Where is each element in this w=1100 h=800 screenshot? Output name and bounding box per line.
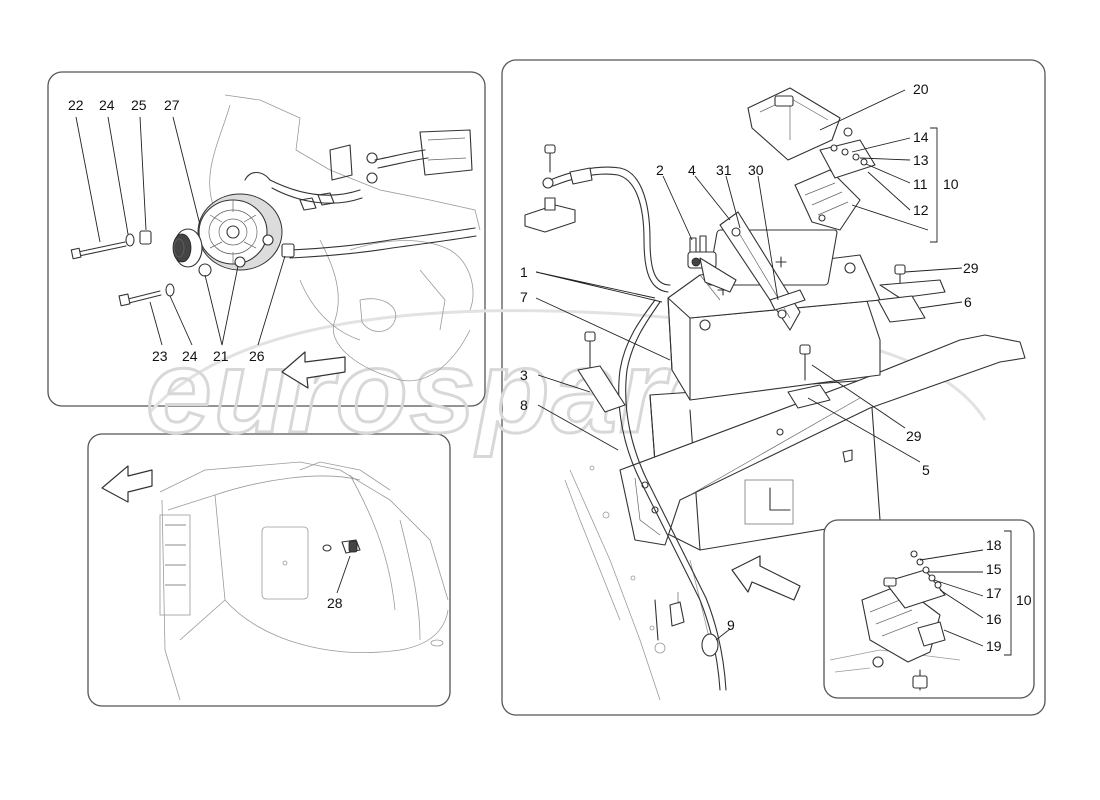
- callout-20: 20: [913, 81, 929, 97]
- callout-30: 30: [748, 162, 764, 178]
- callout-27: 27: [164, 97, 180, 113]
- callout-7: 7: [520, 289, 528, 305]
- callout-15: 15: [986, 561, 1002, 577]
- callout-29b: 29: [906, 428, 922, 444]
- callout-4: 4: [688, 162, 696, 178]
- direction-arrow-icon: [281, 351, 346, 389]
- alternator-drawing: [70, 94, 481, 389]
- callout-5: 5: [922, 462, 930, 478]
- callout-28: 28: [327, 595, 343, 611]
- callout-12: 12: [913, 202, 929, 218]
- callout-6: 6: [964, 294, 972, 310]
- bracket-10-group: [930, 127, 938, 243]
- callout-24: 24: [99, 97, 115, 113]
- callout-13: 13: [913, 152, 929, 168]
- callout-2: 2: [656, 162, 664, 178]
- callout-10b: 10: [1016, 592, 1032, 608]
- callout-16: 16: [986, 611, 1002, 627]
- fuse-box-callouts: 18 15 17 16 10 19: [986, 537, 1032, 654]
- alternator-callouts: 22 24 25 27 23 24 21 26: [68, 97, 265, 364]
- battery-callouts: 20 14 13 11 10 12 2 4 31 30 1 7 29 6 3 8…: [520, 81, 979, 633]
- callout-11: 11: [913, 176, 928, 192]
- callout-14: 14: [913, 129, 929, 145]
- callout-8: 8: [520, 397, 528, 413]
- callout-25: 25: [131, 97, 147, 113]
- trunk-view-drawing: 28: [101, 461, 449, 701]
- direction-arrow-icon: [731, 555, 801, 601]
- callout-22: 22: [68, 97, 84, 113]
- fuse-box-leaders: [919, 549, 984, 647]
- battery-leaders: [535, 89, 963, 641]
- callout-24b: 24: [182, 348, 198, 364]
- callout-18: 18: [986, 537, 1002, 553]
- callout-21: 21: [213, 348, 229, 364]
- battery-assembly-drawing: [524, 87, 1026, 701]
- callout-19: 19: [986, 638, 1002, 654]
- fuse-box-detail-drawing: [829, 550, 961, 691]
- callout-9: 9: [727, 617, 735, 633]
- callout-23: 23: [152, 348, 168, 364]
- callout-10: 10: [943, 176, 959, 192]
- direction-arrow-icon: [101, 465, 153, 503]
- callout-1: 1: [520, 264, 528, 280]
- callout-17: 17: [986, 585, 1002, 601]
- callout-31: 31: [716, 162, 732, 178]
- callout-3: 3: [520, 367, 528, 383]
- alternator-leaders: [75, 116, 286, 346]
- trunk-view-panel: [87, 433, 451, 707]
- bracket-10-group-detail: [1004, 530, 1012, 656]
- callout-29: 29: [963, 260, 979, 276]
- callout-26: 26: [249, 348, 265, 364]
